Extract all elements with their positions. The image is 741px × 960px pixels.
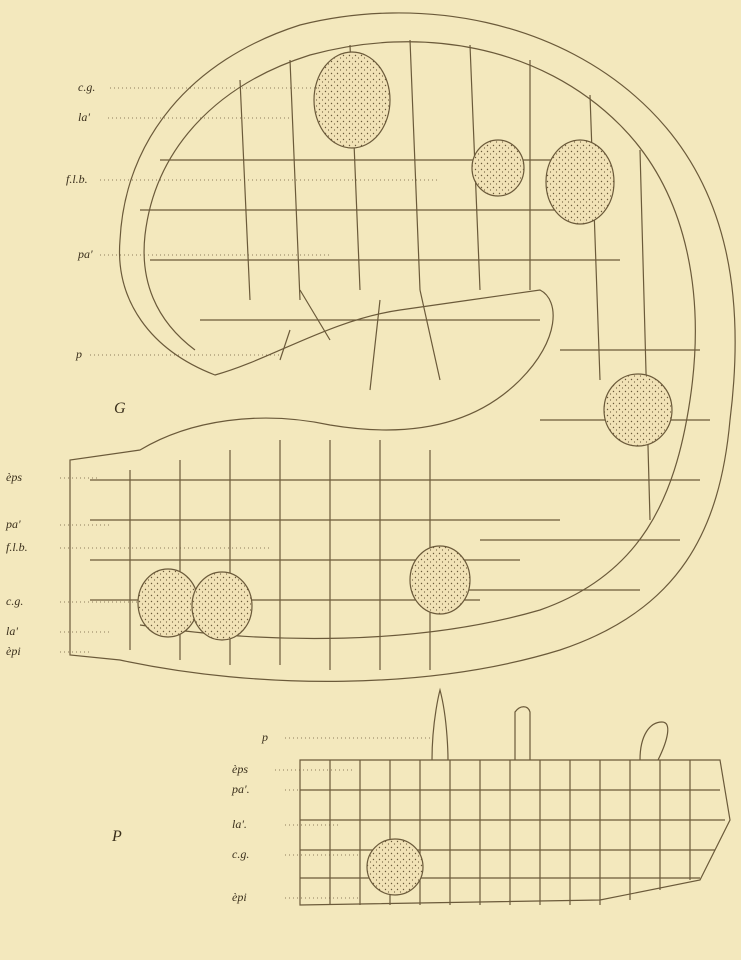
- stippled-cell: [546, 140, 614, 224]
- label-mid-eps: èps: [6, 470, 22, 485]
- label-low-p: p: [262, 730, 268, 745]
- stippled-cell: [410, 546, 470, 614]
- upper-leaf-inner: [140, 42, 695, 639]
- label-upper-cg: c.g.: [78, 80, 95, 95]
- label-low-la: la'.: [232, 817, 247, 832]
- label-low-pa: pa'.: [232, 782, 250, 797]
- stippled-cell: [138, 569, 198, 637]
- figure-label-g: G: [114, 400, 126, 418]
- label-upper-pa: pa': [78, 247, 93, 262]
- stippled-cell: [367, 839, 423, 895]
- label-mid-cg: c.g.: [6, 594, 23, 609]
- label-low-epi: èpi: [232, 890, 247, 905]
- lower-strip-outline: [300, 760, 730, 905]
- label-mid-flb: f.l.b.: [6, 540, 28, 555]
- label-low-eps: èps: [232, 762, 248, 777]
- label-low-cg: c.g.: [232, 847, 249, 862]
- stippled-cell: [604, 374, 672, 446]
- label-upper-flb: f.l.b.: [66, 172, 88, 187]
- stippled-cell: [192, 572, 252, 640]
- label-upper-la: la': [78, 110, 90, 125]
- stippled-cell: [314, 52, 390, 148]
- label-upper-p: p: [76, 347, 82, 362]
- label-mid-la: la': [6, 624, 18, 639]
- label-mid-pa: pa': [6, 517, 21, 532]
- figure-label-p: P: [112, 828, 122, 846]
- stippled-cell: [472, 140, 524, 196]
- label-mid-epi: èpi: [6, 644, 21, 659]
